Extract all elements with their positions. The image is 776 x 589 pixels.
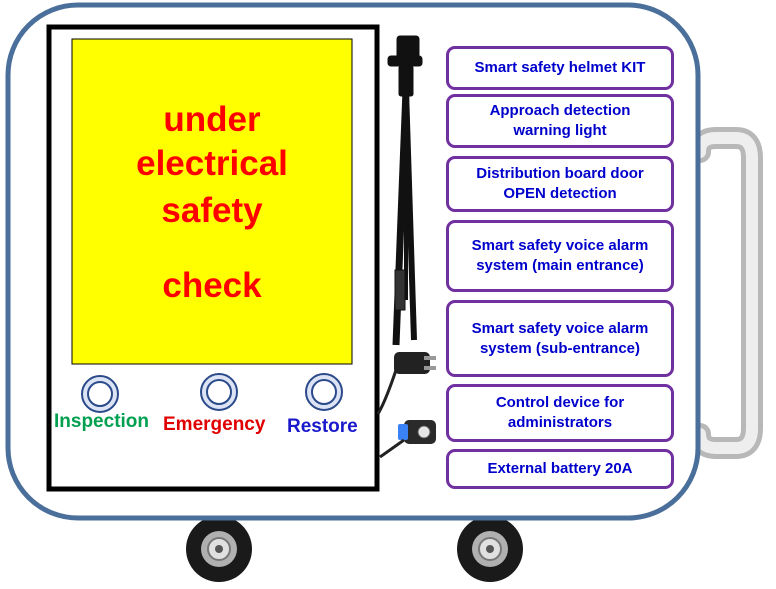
wheel-right (457, 516, 523, 582)
panel-text-line-1: under (163, 100, 261, 139)
connector-icon (379, 420, 436, 459)
power-plug-icon (376, 352, 436, 415)
panel-text-line-2: electrical (136, 144, 288, 183)
label-text: Smart safety helmet KIT (474, 59, 646, 76)
label-external-battery: External battery 20A (446, 449, 674, 489)
emergency-button[interactable] (200, 373, 238, 411)
restore-button[interactable] (305, 373, 343, 411)
emergency-label: Emergency (163, 414, 266, 435)
panel-text-line-3: safety (161, 191, 263, 230)
tripod-icon (387, 35, 423, 346)
label-smart-safety-helmet-kit: Smart safety helmet KIT (446, 46, 674, 90)
cart-handle (689, 127, 763, 459)
restore-label: Restore (287, 416, 358, 437)
wheel-left (186, 516, 252, 582)
panel-screen (71, 38, 353, 365)
inspection-label: Inspection (54, 411, 150, 432)
panel-text-line-4: check (162, 266, 262, 305)
inspection-button[interactable] (81, 375, 119, 413)
label-text: External battery 20A (487, 460, 633, 477)
